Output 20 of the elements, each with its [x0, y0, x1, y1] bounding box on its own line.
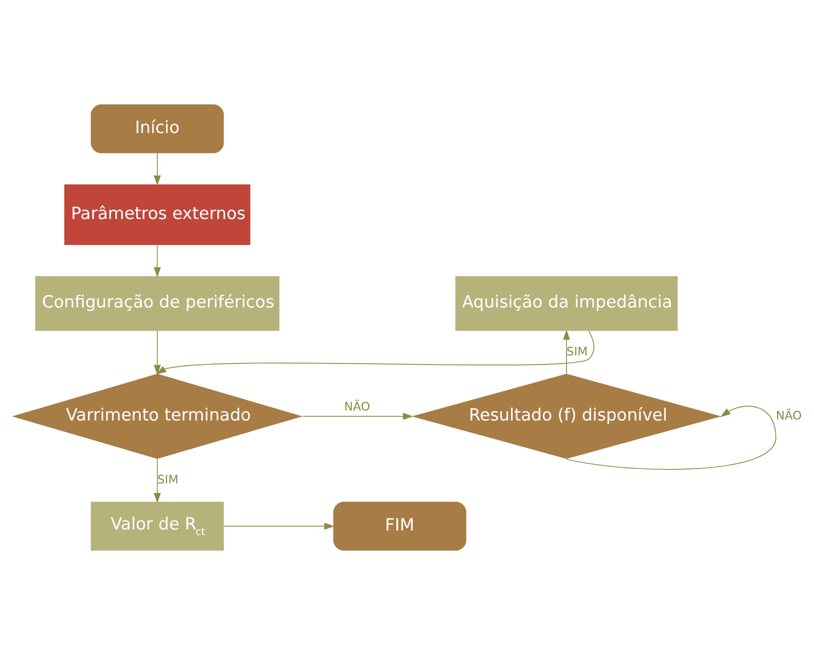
- arrow: [154, 458, 161, 504]
- arrow: [156, 330, 594, 374]
- node-diamond: Resultado (f) disponível: [412, 374, 722, 459]
- node-diamond: Varrimento terminado: [12, 374, 303, 459]
- node-box: Parâmetros externos: [64, 184, 250, 245]
- edge-label: NÃO: [776, 408, 802, 422]
- edge-label: SIM: [157, 472, 178, 486]
- arrow: [223, 522, 334, 530]
- arrow: [302, 412, 414, 420]
- node-box: Início: [90, 104, 224, 154]
- arrow: [562, 330, 570, 374]
- arrow: [154, 244, 161, 278]
- node-box: Valor de R$_{ct}$: [90, 502, 224, 551]
- node-box: Configuração de periféricos: [35, 276, 280, 331]
- node-box: FIM: [333, 502, 466, 551]
- node-box: Aquisição da impedância: [455, 276, 678, 331]
- edge-label: NÃO: [344, 400, 370, 414]
- arrow: [154, 330, 161, 375]
- edge-label: SIM: [566, 344, 588, 358]
- arrow: [154, 152, 161, 186]
